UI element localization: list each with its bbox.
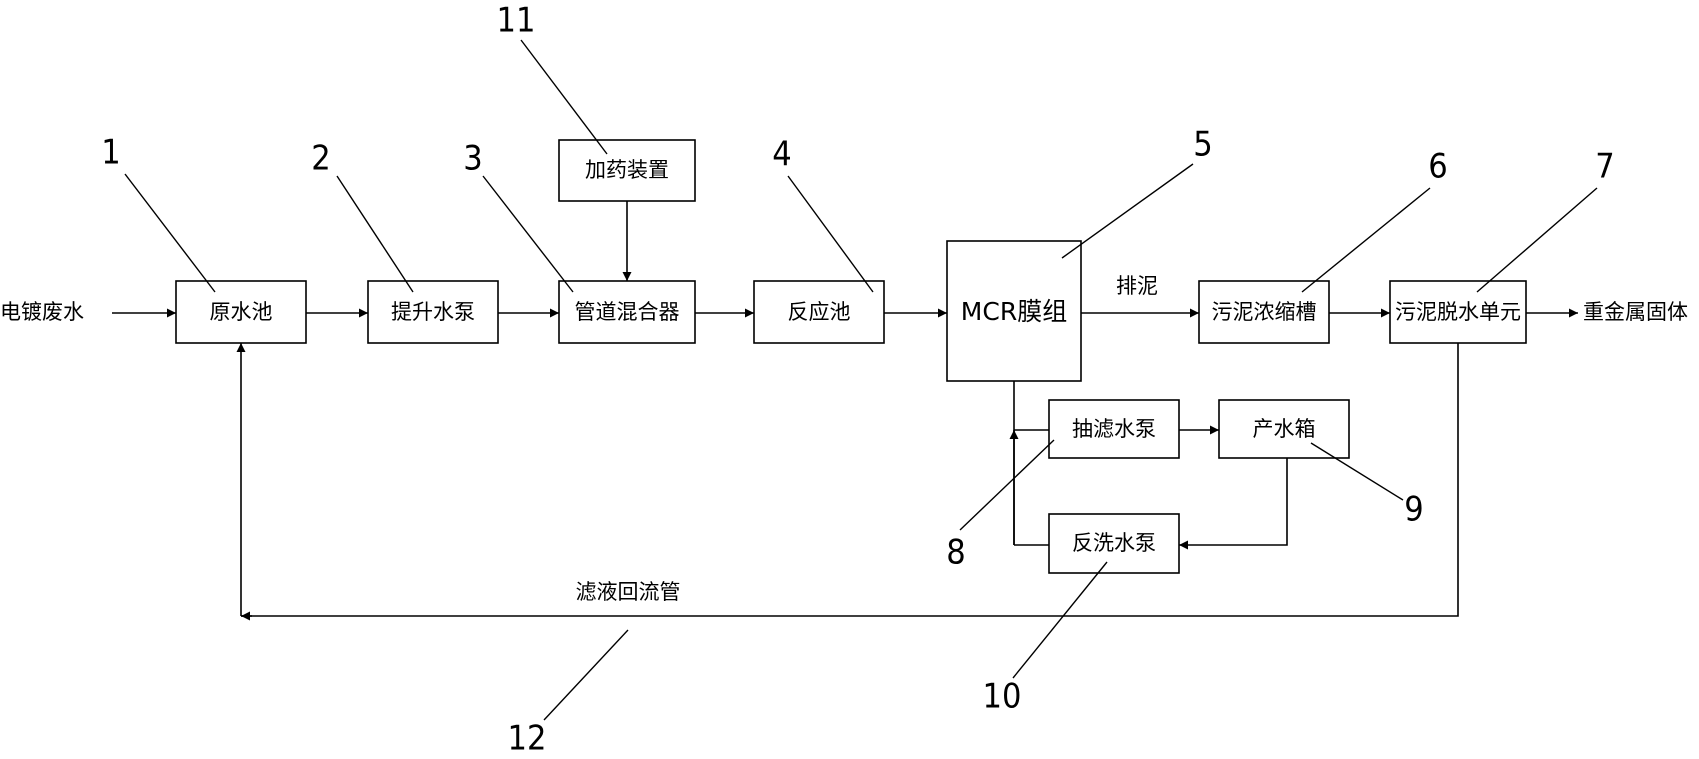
sludge-thickener-box [1198, 280, 1330, 344]
ref-number-5: 5 [1193, 125, 1212, 165]
ref-number-9: 9 [1404, 490, 1423, 530]
ref-number-8: 8 [946, 533, 965, 573]
arrow-product-to-backwash [1179, 458, 1288, 550]
leader-7 [1476, 187, 1598, 293]
leader-10 [1012, 561, 1108, 679]
ref-number-4: 4 [772, 135, 791, 175]
ref-number-7: 7 [1595, 147, 1614, 187]
dosing-device-label: 加药装置 [585, 158, 669, 182]
suction-pump-box [1048, 399, 1180, 459]
leader-3 [482, 175, 574, 293]
input-label: 电镀废水 [0, 300, 84, 324]
reaction-tank-label: 反应池 [788, 300, 851, 324]
backwash-pump-label: 反洗水泵 [1072, 531, 1156, 555]
leader-8 [959, 439, 1055, 531]
ref-number-11: 11 [497, 1, 536, 41]
ref-number-3: 3 [463, 139, 482, 179]
filtrate-return-pipe [241, 343, 1459, 617]
output-label: 重金属固体 [1583, 300, 1688, 324]
reaction-tank-box [753, 280, 885, 344]
ref-number-1: 1 [101, 133, 120, 173]
pipe-mixer-label: 管道混合器 [575, 300, 680, 324]
leader-2 [336, 175, 414, 293]
leader-6 [1301, 187, 1431, 293]
lift-pump-label: 提升水泵 [391, 300, 475, 324]
lift-pump-box [367, 280, 499, 344]
ref-number-10: 10 [983, 677, 1022, 717]
ref-number-12: 12 [508, 719, 547, 759]
product-tank-box [1218, 399, 1350, 459]
leader-9 [1310, 442, 1404, 501]
mcr-membrane-label: MCR膜组 [961, 297, 1067, 326]
sludge-discharge-label: 排泥 [1116, 274, 1158, 298]
sludge-thickener-label: 污泥浓缩槽 [1212, 300, 1317, 324]
raw-tank-box [175, 280, 307, 344]
leader-4 [787, 175, 874, 293]
leader-11 [520, 39, 608, 155]
raw-tank-label: 原水池 [210, 300, 273, 324]
sludge-dewater-box [1389, 280, 1527, 344]
dosing-device-box [558, 139, 696, 202]
pipe-mixer-box [558, 280, 696, 344]
sludge-dewater-label: 污泥脱水单元 [1395, 300, 1521, 324]
mcr-membrane-box [946, 240, 1082, 382]
ref-number-6: 6 [1428, 147, 1447, 187]
filtrate-return-label: 滤液回流管 [576, 580, 681, 604]
product-tank-label: 产水箱 [1253, 417, 1316, 441]
leader-5 [1061, 163, 1194, 259]
leader-1 [124, 173, 216, 293]
leader-12 [543, 629, 629, 721]
ref-number-2: 2 [311, 139, 330, 179]
suction-pump-label: 抽滤水泵 [1072, 417, 1156, 441]
